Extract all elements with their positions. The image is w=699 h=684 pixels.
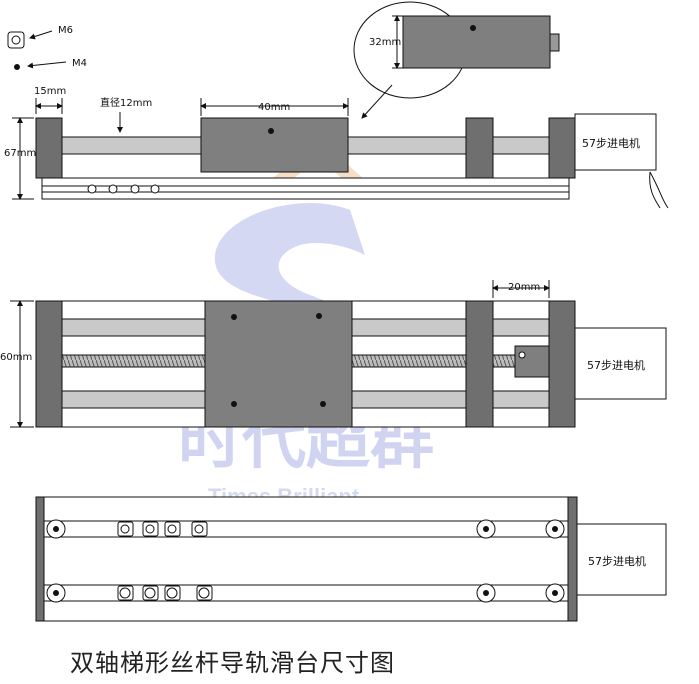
top-view: 20mm 60mm 57步进电机 <box>0 280 667 428</box>
m4-label: M4 <box>72 58 87 69</box>
m6-label: M6 <box>58 25 73 36</box>
dim-67-label: 67mm <box>4 148 36 159</box>
m4-legend: M4 <box>14 58 87 70</box>
motor-label-top: 57步进电机 <box>587 358 645 372</box>
dim-40-label: 40mm <box>258 102 290 113</box>
dim-15-label: 15mm <box>34 86 66 97</box>
dim-60-label: 60mm <box>0 352 32 363</box>
dim-20-label: 20mm <box>508 282 540 293</box>
m6-legend: M6 <box>7 25 73 49</box>
diagram-caption: 双轴梯形丝杆导轨滑台尺寸图 <box>70 649 395 677</box>
motor-label-bottom: 57步进电机 <box>588 554 646 568</box>
side-view: 15mm 直径12mm 40mm 67mm 57步进电机 <box>4 86 669 209</box>
detail-inset: 32mm <box>353 1 560 119</box>
motor-label-side: 57步进电机 <box>582 136 640 150</box>
dim-32-label: 32mm <box>369 37 401 48</box>
dim-diameter-label: 直径12mm <box>100 96 152 109</box>
bottom-view: 57步进电机 <box>35 496 667 622</box>
